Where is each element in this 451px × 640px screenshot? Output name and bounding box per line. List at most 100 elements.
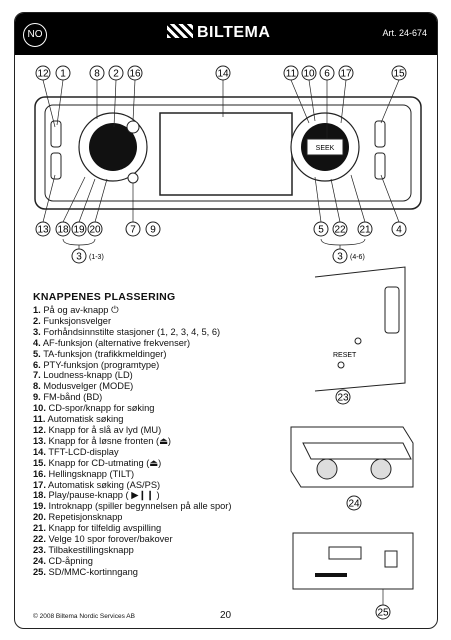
page-number: 20 xyxy=(220,610,232,621)
reset-label: RESET xyxy=(333,352,357,359)
seek-label: SEEK xyxy=(316,145,335,152)
list-item: 10. CD-spor/knapp for søking xyxy=(33,403,273,414)
list-item-text: Modusvelger (MODE) xyxy=(43,381,134,392)
list-item-number: 5. xyxy=(33,348,41,359)
callout-25: 25 xyxy=(377,608,389,619)
callout-8: 8 xyxy=(94,69,100,80)
list-item: 22. Velge 10 spor forover/bakover xyxy=(33,534,273,545)
list-item-text: TA-funksjon (trafikkmeldinger) xyxy=(43,348,167,359)
list-item: 25. SD/MMC-kortinngang xyxy=(33,567,273,578)
power-button xyxy=(50,120,62,148)
list-item: 19. Introknapp (spiller begynnelsen på a… xyxy=(33,501,273,512)
eject-button xyxy=(374,120,386,148)
list-item: 7. Loudness-knapp (LD) xyxy=(33,370,273,381)
list-item-number: 22. xyxy=(33,534,46,545)
list-item-number: 6. xyxy=(33,359,41,370)
callout-4: 4 xyxy=(396,225,402,236)
reset-button xyxy=(337,361,345,369)
list-item-text: AF-funksjon (alternative frekvenser) xyxy=(42,337,191,348)
list-item-text: Funksjonsvelger xyxy=(43,315,112,326)
volume-knob xyxy=(89,123,137,171)
list-item-text: SD/MMC-kortinngang xyxy=(48,566,138,577)
callout-17: 17 xyxy=(340,69,352,80)
list-item: 1. På og av-knapp ⏻ xyxy=(33,305,273,316)
list-item-number: 15. xyxy=(33,457,46,468)
callout-11: 11 xyxy=(286,69,297,80)
list-item-number: 23. xyxy=(33,544,46,555)
list-item-number: 1. xyxy=(33,305,41,315)
list-item-text: TFT-LCD-display xyxy=(48,446,119,457)
page-header: NO BILTEMA Art. 24-674 xyxy=(15,13,437,55)
list-item-text: Hellingsknapp (TILT) xyxy=(48,468,135,479)
tft-display xyxy=(159,112,293,196)
callout-group-right: 3 xyxy=(337,252,343,263)
list-item: 9. FM-bånd (BD) xyxy=(33,392,273,403)
callout-18: 18 xyxy=(57,225,69,236)
list-item: 11. Automatisk søking xyxy=(33,414,273,425)
list-item-number: 8. xyxy=(33,381,41,392)
list-item-text: Tilbakestillingsknapp xyxy=(48,544,134,555)
list-item-text: CD-åpning xyxy=(48,555,93,566)
list-item-text: Forhåndsinnstilte stasjoner (1, 2, 3, 4,… xyxy=(43,326,221,337)
list-item-text: Knapp for å slå av lyd (MU) xyxy=(48,424,162,435)
callout-2: 2 xyxy=(113,69,119,80)
list-heading: KNAPPENES PLASSERING xyxy=(33,291,176,303)
list-item-number: 10. xyxy=(33,403,46,414)
button-list: KNAPPENES PLASSERING 1. På og av-knapp ⏻… xyxy=(33,291,273,578)
list-item-number: 3. xyxy=(33,326,41,337)
list-item: 3. Forhåndsinnstilte stasjoner (1, 2, 3,… xyxy=(33,327,273,338)
group-right-label: (4-6) xyxy=(350,254,365,261)
callout-21: 21 xyxy=(359,225,371,236)
list-item: 15. Knapp for CD-utmating (⏏) xyxy=(33,458,273,469)
reset-detail: RESET 23 xyxy=(314,266,406,405)
callout-15: 15 xyxy=(393,69,405,80)
list-item: 24. CD-åpning xyxy=(33,556,273,567)
callout-19: 19 xyxy=(73,225,85,236)
right-side-button xyxy=(374,152,386,180)
release-button xyxy=(50,152,62,180)
list-item: 14. TFT-LCD-display xyxy=(33,447,273,458)
list-item-number: 13. xyxy=(33,435,46,446)
list-item-text: Knapp for tilfeldig avspilling xyxy=(48,523,162,534)
list-item: 6. PTY-funksjon (programtype) xyxy=(33,360,273,371)
list-item-text: Repetisjonsknapp xyxy=(48,512,123,523)
checkered-flag-icon xyxy=(167,24,193,38)
list-item: 23. Tilbakestillingsknapp xyxy=(33,545,273,556)
list-item-text: Automatisk søking xyxy=(47,414,124,425)
callout-16: 16 xyxy=(129,69,141,80)
callout-group-left: 3 xyxy=(76,252,82,263)
callout-12: 12 xyxy=(37,69,49,80)
list-item-number: 16. xyxy=(33,468,46,479)
list-item-number: 7. xyxy=(33,370,41,381)
list-item-text: PTY-funksjon (programtype) xyxy=(43,359,160,370)
list-item: 20. Repetisjonsknapp xyxy=(33,512,273,523)
list-item-text: FM-bånd (BD) xyxy=(43,392,103,403)
callout-14: 14 xyxy=(217,69,229,80)
list-item-text: CD-spor/knapp for søking xyxy=(48,403,155,414)
list-item-text: På og av-knapp ⏻ xyxy=(43,305,119,315)
list-item-number: 17. xyxy=(33,479,46,490)
list-item-number: 21. xyxy=(33,523,46,534)
list-item-text: Loudness-knapp (LD) xyxy=(43,370,133,381)
list-item-number: 2. xyxy=(33,315,41,326)
sd-slot-detail: 25 xyxy=(292,532,414,620)
brand-name: BILTEMA xyxy=(197,24,271,41)
list-item: 5. TA-funksjon (trafikkmeldinger) xyxy=(33,349,273,360)
group-left-label: (1-3) xyxy=(89,254,104,261)
callout-7: 7 xyxy=(130,225,136,236)
bottom-callouts: 13 18 19 20 7 9 5 22 21 4 xyxy=(35,221,407,237)
list-item: 2. Funksjonsvelger xyxy=(33,316,273,327)
list-item-number: 19. xyxy=(33,501,46,512)
loudness-button xyxy=(127,172,139,184)
list-item: 8. Modusvelger (MODE) xyxy=(33,381,273,392)
list-item-text: Play/pause-knapp ( ▶❙❙ ) xyxy=(48,490,160,501)
list-item-text: Introknapp (spiller begynnelsen på alle … xyxy=(48,501,232,512)
list-item-number: 12. xyxy=(33,424,46,435)
list-item-number: 24. xyxy=(33,555,46,566)
list-item-number: 18. xyxy=(33,490,46,501)
callout-20: 20 xyxy=(89,225,101,236)
list-item-text: Velge 10 spor forover/bakover xyxy=(48,534,173,545)
callout-24: 24 xyxy=(348,499,360,510)
cd-slot-detail: 24 xyxy=(290,426,414,511)
